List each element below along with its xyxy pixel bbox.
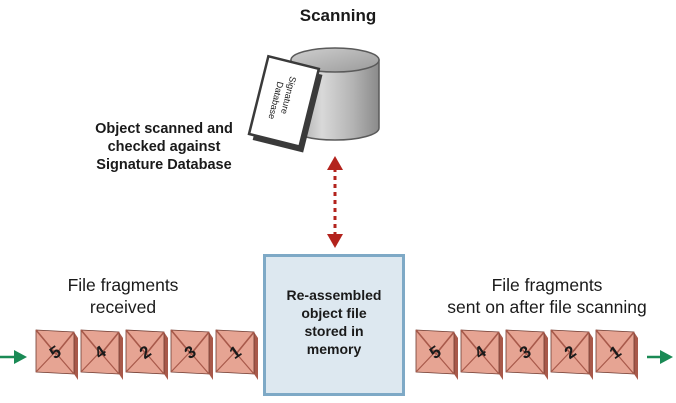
fragment-fold	[415, 351, 455, 375]
signature-database-card: Signature Database	[247, 54, 323, 153]
scan-double-arrow-icon	[327, 156, 343, 248]
fragment-fold	[505, 351, 545, 375]
scan-note-line: checked against	[107, 139, 221, 155]
sent-label-line: File fragments	[491, 275, 603, 295]
memory-label-line: stored in	[304, 323, 364, 339]
fragment-side	[119, 332, 123, 380]
fragment-side	[634, 332, 638, 380]
fragment-side	[499, 332, 503, 380]
fragment-side	[209, 332, 213, 380]
fragment-fold	[80, 351, 120, 375]
sent-label: File fragments sent on after file scanni…	[420, 274, 674, 318]
outgoing-arrow-icon	[647, 350, 673, 364]
fragment-fold	[595, 351, 635, 375]
scan-note-line: Object scanned and	[95, 121, 233, 137]
received-fragment-2: 2	[125, 329, 168, 380]
fragment-side	[454, 332, 458, 380]
fragment-side	[254, 332, 258, 380]
received-fragment-1: 1	[215, 329, 258, 380]
fragment-side	[589, 332, 593, 380]
diagram-title: Scanning	[299, 6, 377, 25]
memory-label-line: object file	[301, 305, 367, 321]
sent-fragment-4: 4	[460, 329, 503, 380]
fragment-fold	[215, 351, 255, 375]
sent-fragment-5: 5	[415, 329, 458, 380]
received-label-line: received	[89, 297, 157, 317]
fragment-side	[164, 332, 168, 380]
fragment-fold	[460, 351, 500, 375]
sent-fragment-2: 2	[550, 329, 593, 380]
received-fragment-3: 3	[170, 329, 213, 380]
fragment-fold	[125, 351, 165, 375]
memory-label-line: Re-assembled	[286, 287, 382, 303]
fragment-side	[74, 332, 78, 380]
received-fragment-5: 5	[35, 329, 78, 380]
received-label: File fragments received	[22, 274, 224, 318]
sent-fragment-1: 1	[595, 329, 638, 380]
received-label-line: File fragments	[67, 275, 179, 295]
memory-label-line: memory	[306, 341, 362, 357]
memory-box-label: Re-assembled object file stored in memor…	[266, 286, 402, 358]
scan-note: Object scanned and checked against Signa…	[66, 120, 262, 174]
memory-box	[263, 254, 405, 396]
fragment-side	[544, 332, 548, 380]
fragment-fold	[550, 351, 590, 375]
fragment-fold	[35, 351, 75, 375]
scan-note-line: Signature Database	[96, 157, 232, 173]
sent-fragment-3: 3	[505, 329, 548, 380]
fragment-fold	[170, 351, 210, 375]
sent-label-line: sent on after file scanning	[447, 297, 647, 317]
incoming-arrow-icon	[0, 350, 27, 364]
received-fragment-4: 4	[80, 329, 123, 380]
